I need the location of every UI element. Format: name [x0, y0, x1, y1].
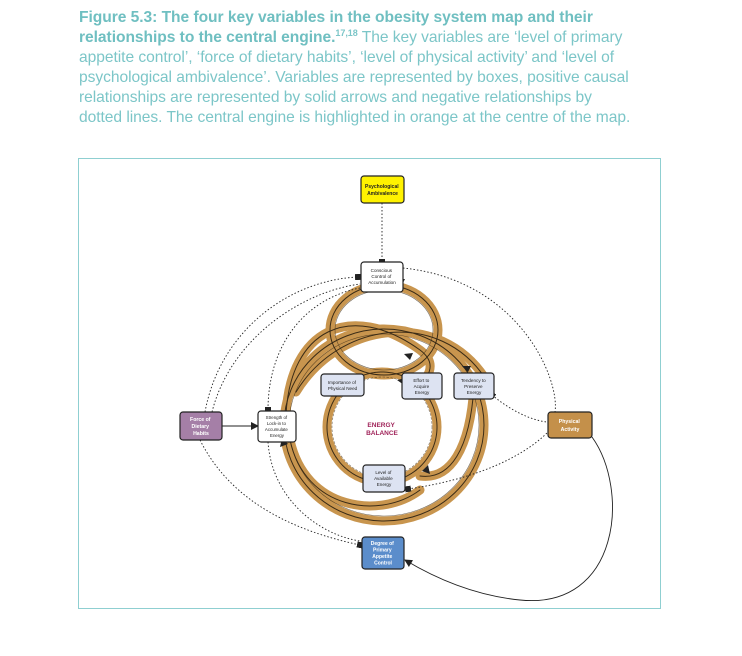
node-tendency-preserve-energy: Tendency to Preserve Energy: [453, 372, 495, 400]
link-conscious-strength: [264, 287, 361, 414]
diagram-frame: [78, 158, 661, 609]
node-psychological-ambivalence: Psychological Ambivalence: [360, 175, 405, 204]
figure-title: Figure 5.3: The four key variables in th…: [79, 9, 593, 46]
link-physical-degree: [404, 436, 613, 601]
node-force-dietary-habits: Force of Dietary Habits: [179, 411, 223, 441]
connectors: [199, 203, 613, 601]
svg-text:Physical Activity: Physical Activity: [559, 419, 582, 433]
svg-text:Conscious Control of: Conscious Control of Accumulation: [368, 268, 396, 285]
svg-text:Level of Available: Level of Available Energy: [374, 470, 394, 487]
svg-text:Importance of Physical N: Importance of Physical Need: [328, 380, 358, 391]
node-strength-lock-in: Strength of Lock-in to Accumulate Energy: [257, 410, 297, 443]
node-effort-acquire-energy: Effort to Acquire Energy: [401, 372, 443, 400]
svg-text:Degree of Primary: Degree of Primary Appetite Control: [371, 541, 395, 567]
figure-refs: 17,18: [335, 28, 358, 38]
node-degree-primary-appetite-control: Degree of Primary Appetite Control: [361, 536, 405, 570]
node-conscious-control: Conscious Control of Accumulation: [360, 261, 404, 293]
svg-text:Force of Dietary H: Force of Dietary Habits: [190, 417, 212, 437]
link-strength-degree: [267, 441, 361, 542]
figure-caption: Figure 5.3: The four key variables in th…: [79, 8, 639, 128]
node-importance-physical-need: Importance of Physical Need: [320, 373, 365, 397]
svg-text:Tendency to Preserve: Tendency to Preserve Energy: [461, 378, 487, 395]
link-force-degree: [199, 439, 364, 549]
figure-description: The key variables are ‘level of primary …: [79, 29, 631, 126]
node-physical-activity: Physical Activity: [547, 411, 593, 439]
link-level-physical: [404, 431, 549, 493]
svg-text:Effort to Acquire: Effort to Acquire Energy: [413, 378, 430, 395]
node-level-available-energy: Level of Available Energy: [362, 464, 406, 493]
link-tendency-physical: [487, 390, 548, 423]
svg-text:Psychological Ambivalenc: Psychological Ambivalence: [365, 184, 400, 197]
svg-text:Strength of Lock-in to: Strength of Lock-in to Accumulate Energy: [265, 415, 289, 438]
energy-balance-label: ENERGY BALANCE: [366, 422, 398, 437]
